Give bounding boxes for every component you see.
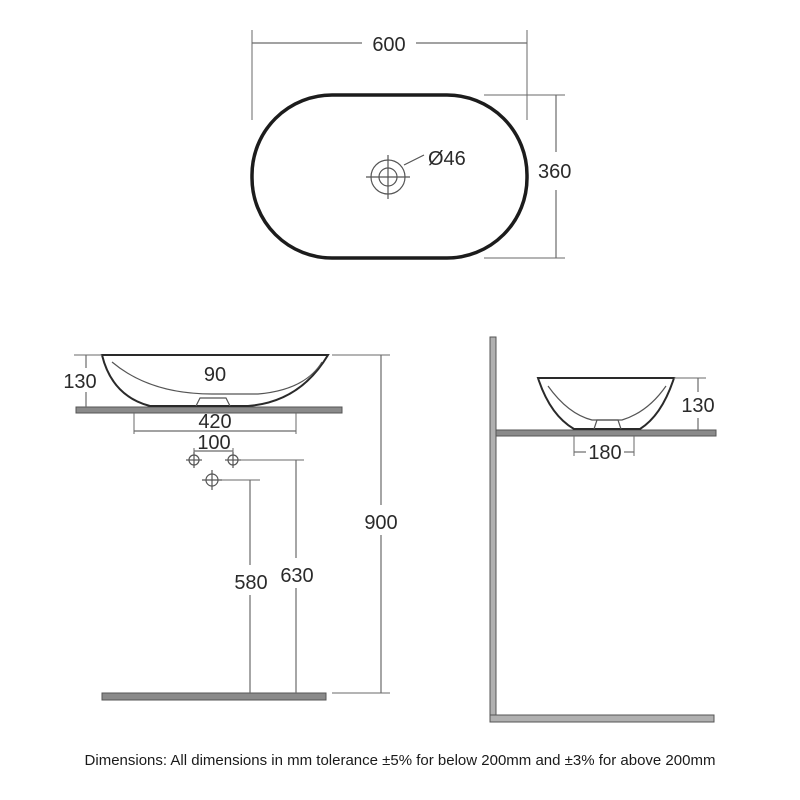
plan-depth-dimension	[484, 94, 565, 259]
side-height-label: 130	[681, 395, 714, 417]
front-waste-height-dimension	[222, 479, 260, 693]
side-wall	[489, 336, 497, 723]
front-waste-height-label: 580	[234, 572, 267, 594]
front-base-width-dimension	[133, 413, 297, 434]
waste-pipe-symbol	[202, 470, 222, 490]
waste-outlet-symbol	[366, 154, 425, 199]
front-counter-height-label: 900	[364, 512, 397, 534]
front-counter-height-dimension	[332, 354, 390, 694]
cold-supply-symbol	[225, 452, 241, 468]
side-height-dimension	[674, 377, 706, 430]
plan-view: Ø46 600 360	[250, 30, 571, 260]
side-view: 130 180	[489, 336, 717, 723]
front-base-width-label: 420	[198, 411, 231, 433]
front-floor	[101, 692, 327, 701]
front-supply-height-label: 630	[280, 565, 313, 587]
tolerance-note: Dimensions: All dimensions in mm toleran…	[84, 752, 716, 769]
side-waste-outlet	[593, 419, 622, 430]
front-supply-height-dimension	[241, 459, 304, 693]
side-countertop	[495, 429, 717, 437]
side-base-depth-label: 180	[588, 442, 621, 464]
front-height-dimension	[74, 354, 102, 407]
front-height-label: 130	[63, 371, 96, 393]
basin-plan-outline	[250, 93, 529, 260]
plan-width-label: 600	[372, 34, 405, 56]
front-waste-outlet	[195, 397, 231, 407]
plan-width-dimension	[251, 30, 528, 120]
side-basin-profile	[536, 377, 676, 430]
side-floor	[489, 714, 715, 723]
front-basin-profile	[100, 354, 330, 407]
waste-diameter-label: Ø46	[428, 148, 466, 170]
front-waste-label: 90	[204, 364, 226, 386]
side-base-depth-dimension	[573, 436, 635, 456]
front-view: 90 130 420 100	[63, 354, 398, 701]
plan-depth-label: 360	[538, 161, 571, 183]
front-tap-spacing-label: 100	[197, 432, 230, 454]
hot-supply-symbol	[186, 452, 202, 468]
